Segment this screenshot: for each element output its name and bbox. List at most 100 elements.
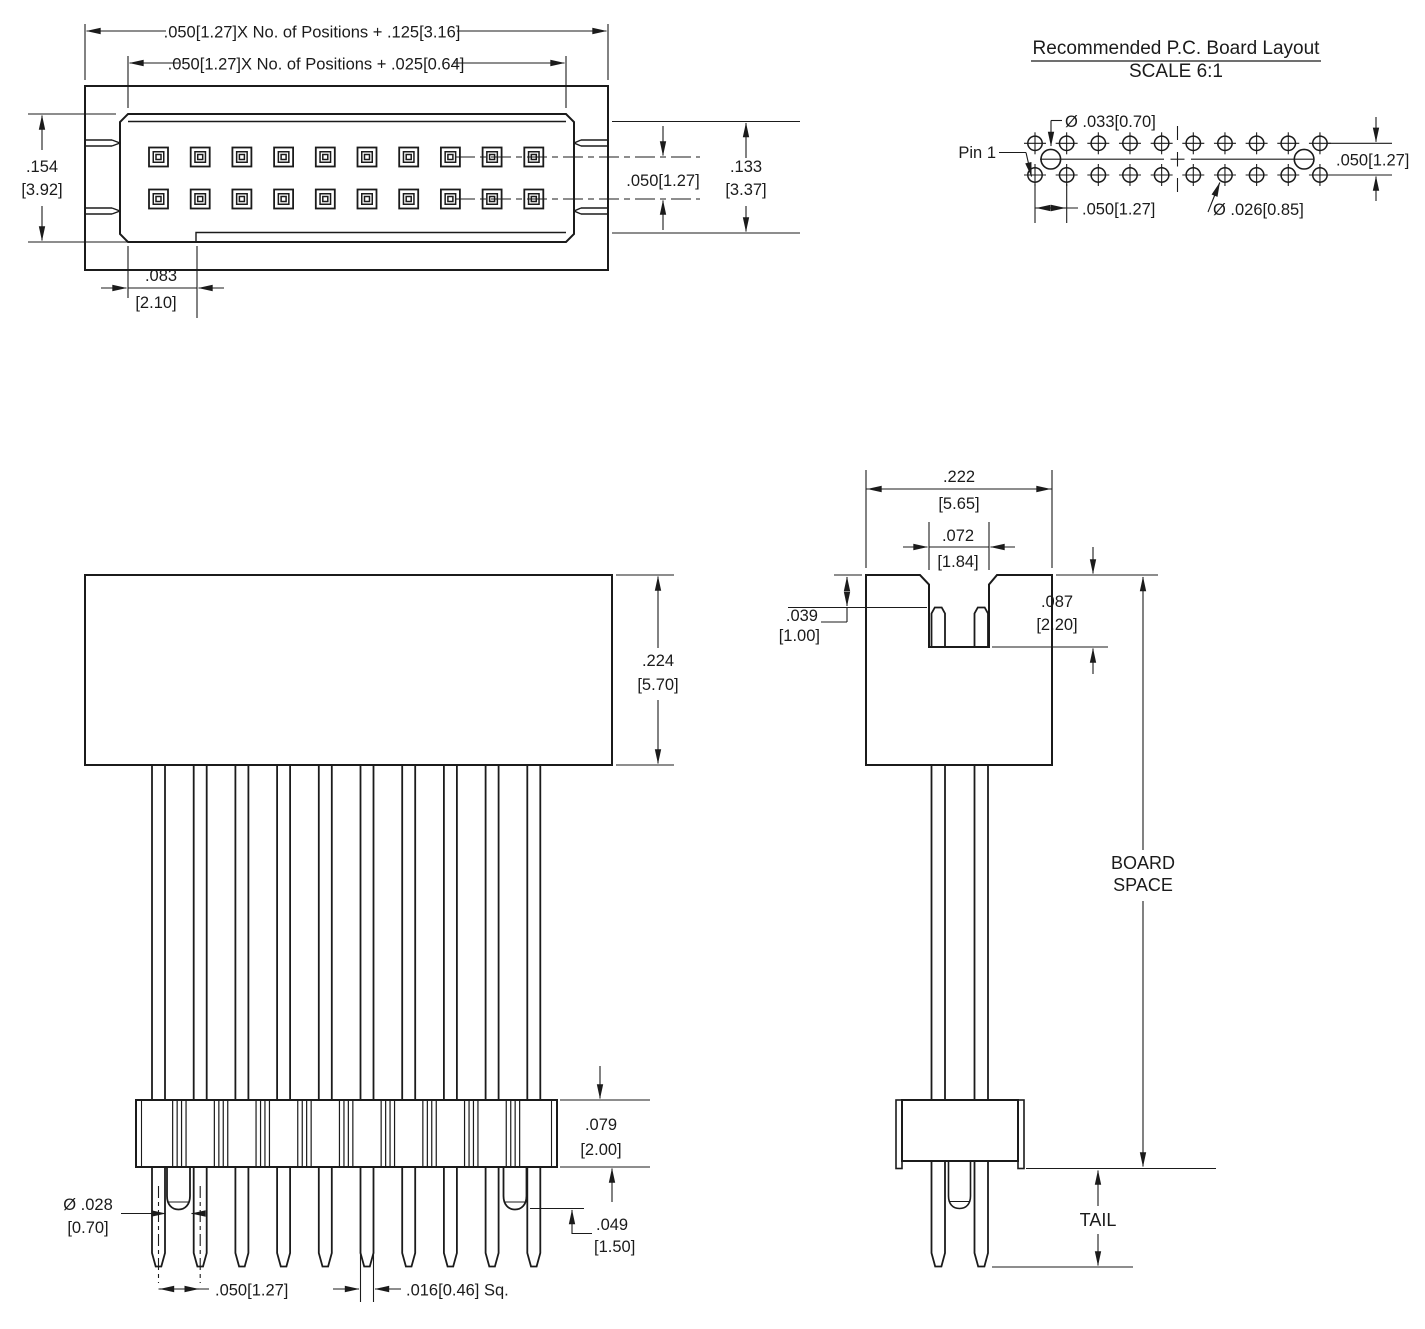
side-pins-mid xyxy=(930,765,989,1100)
large-hole-callout: Ø .033[0.70] xyxy=(1047,113,1156,147)
pin1-label: Pin 1 xyxy=(958,144,996,162)
slot-pin-front xyxy=(930,606,946,647)
dim-hole-small-label: Ø .026[0.85] xyxy=(1213,201,1304,219)
side-pin-tail-front xyxy=(930,1161,946,1268)
top-view-outer-outline xyxy=(84,85,609,271)
pin-contact-square xyxy=(363,195,371,203)
pcb-hole-pattern xyxy=(1024,132,1331,186)
pin-contact-square xyxy=(155,195,162,203)
pcb-layout-title: Recommended P.C. Board Layout xyxy=(1033,38,1321,59)
dim-side-width-mm: [5.65] xyxy=(938,495,979,513)
dim-key-offset: .083 [2.10] xyxy=(101,246,224,318)
pin-contact-square xyxy=(189,146,211,168)
pin-contact-square xyxy=(277,193,290,205)
pin-contact-square xyxy=(319,193,332,205)
dim-row-spacing-label: .050[1.27] xyxy=(626,172,699,190)
board-space-label-line1: BOARD xyxy=(1111,853,1175,873)
dim-side-width: .222 [5.65] xyxy=(865,468,1053,568)
small-hole-callout: Ø .026[0.85] xyxy=(1207,182,1304,219)
pin-contact-square xyxy=(447,153,454,161)
pin-contact-square xyxy=(152,151,165,163)
dim-key-offset-in: .083 xyxy=(145,267,177,285)
dim-peg-dia-in: Ø .028 xyxy=(63,1196,113,1214)
pin-contact-square xyxy=(231,188,253,210)
dim-pcb-col-pitch: .050[1.27] xyxy=(1034,184,1155,223)
pin-contact-square xyxy=(363,153,371,161)
dim-inner-height-mm: [3.37] xyxy=(725,181,766,199)
pin-contact-square xyxy=(314,188,336,210)
dim-inner-height-in: .133 xyxy=(730,158,762,176)
front-pins-upper xyxy=(151,765,542,1100)
pin-contact-square xyxy=(398,146,420,168)
pin-contact-square xyxy=(322,195,329,203)
spacer-webs xyxy=(172,1100,521,1167)
dim-pin-recess-in: .039 xyxy=(786,607,818,625)
pin-contact-square xyxy=(405,153,412,161)
dim-board-space: BOARD SPACE xyxy=(1026,576,1216,1170)
side-spacer-outline xyxy=(901,1099,1019,1162)
pin-contact-square xyxy=(444,193,457,205)
pin-tail xyxy=(234,1167,250,1268)
pin-contact-square xyxy=(405,195,412,203)
pin-tail xyxy=(276,1167,291,1268)
pin-contact-square xyxy=(361,193,373,205)
dim-row-spacing: .050[1.27] xyxy=(626,126,700,230)
dim-housing-height-mm: [3.92] xyxy=(21,181,62,199)
pin-contact-square xyxy=(238,153,246,161)
side-spacer-tab-left xyxy=(895,1099,903,1170)
pin-contact-square xyxy=(196,153,204,161)
pcb-layout-view: Recommended P.C. Board Layout SCALE 6:1 … xyxy=(958,38,1409,223)
side-view-body-outline xyxy=(865,574,1053,766)
pin-contact-square xyxy=(402,193,415,205)
top-view-shroud-outline xyxy=(119,113,575,243)
dim-inner-height: .133 [3.37] xyxy=(612,120,800,234)
dim-pin-pitch: .050[1.27] xyxy=(158,1282,288,1300)
top-view: .050[1.27]X No. of Positions + .125[3.16… xyxy=(21,24,800,318)
pin-contact-square xyxy=(319,151,332,163)
pin-tail xyxy=(401,1167,417,1268)
pin-tail xyxy=(526,1167,542,1268)
dim-housing-height-in: .154 xyxy=(26,158,58,176)
retention-peg-right xyxy=(502,1167,528,1211)
pin-contact-square xyxy=(194,151,207,163)
pin-contact-square xyxy=(322,153,329,161)
front-view: .224 [5.70] .079 [2.00] .049 [1.50] Ø .0… xyxy=(63,574,679,1302)
pin-contact-square xyxy=(402,151,415,163)
pin-contact-square xyxy=(194,193,207,205)
pin-contact-square xyxy=(447,195,454,203)
tail-label: TAIL xyxy=(1080,1210,1117,1230)
pin-contact-square xyxy=(238,195,246,203)
pin-tail xyxy=(443,1167,458,1268)
dim-slot-width-in: .072 xyxy=(942,527,974,545)
dim-pin-pitch-label: .050[1.27] xyxy=(215,1282,288,1300)
dim-pin-recess: .039 [1.00] xyxy=(779,574,927,645)
pin-contact-square xyxy=(277,151,290,163)
dim-peg-length: .049 [1.50] xyxy=(530,1207,635,1256)
side-notches xyxy=(85,139,608,215)
dim-slot-width: .072 [1.84] xyxy=(903,522,1015,571)
pin-contact-square xyxy=(148,188,169,210)
dim-key-offset-mm: [2.10] xyxy=(135,294,176,312)
dim-spacer-height-mm: [2.00] xyxy=(580,1141,621,1159)
pin-contact-square xyxy=(398,188,420,210)
dim-spacer-height: .079 [2.00] xyxy=(560,1066,650,1202)
pin-contact-square xyxy=(356,146,378,168)
dim-peg-dia: Ø .028 [0.70] xyxy=(63,1196,206,1237)
dim-peg-dia-mm: [0.70] xyxy=(67,1219,108,1237)
slot-pin-rear xyxy=(973,606,989,647)
side-view: .222 [5.65] .072 [1.84] .039 [1.00] xyxy=(779,468,1216,1268)
dim-spacer-height-in: .079 xyxy=(585,1116,617,1134)
pin-contact-square xyxy=(155,153,162,161)
dim-body-height-in: .224 xyxy=(642,652,674,670)
dim-pcb-row-pitch-label: .050[1.27] xyxy=(1336,152,1409,170)
pin1-callout: Pin 1 xyxy=(958,144,1033,177)
dim-slot-width-mm: [1.84] xyxy=(937,553,978,571)
side-spacer-tab-right xyxy=(1017,1099,1025,1170)
pin-tail xyxy=(317,1167,333,1268)
dim-shroud-length-label: .050[1.27]X No. of Positions + .025[0.64… xyxy=(168,56,465,74)
front-pins-lower xyxy=(151,1167,542,1268)
pin-contact-square xyxy=(189,188,211,210)
board-space-label-line2: SPACE xyxy=(1113,875,1173,895)
pin-contact-square xyxy=(196,195,204,203)
